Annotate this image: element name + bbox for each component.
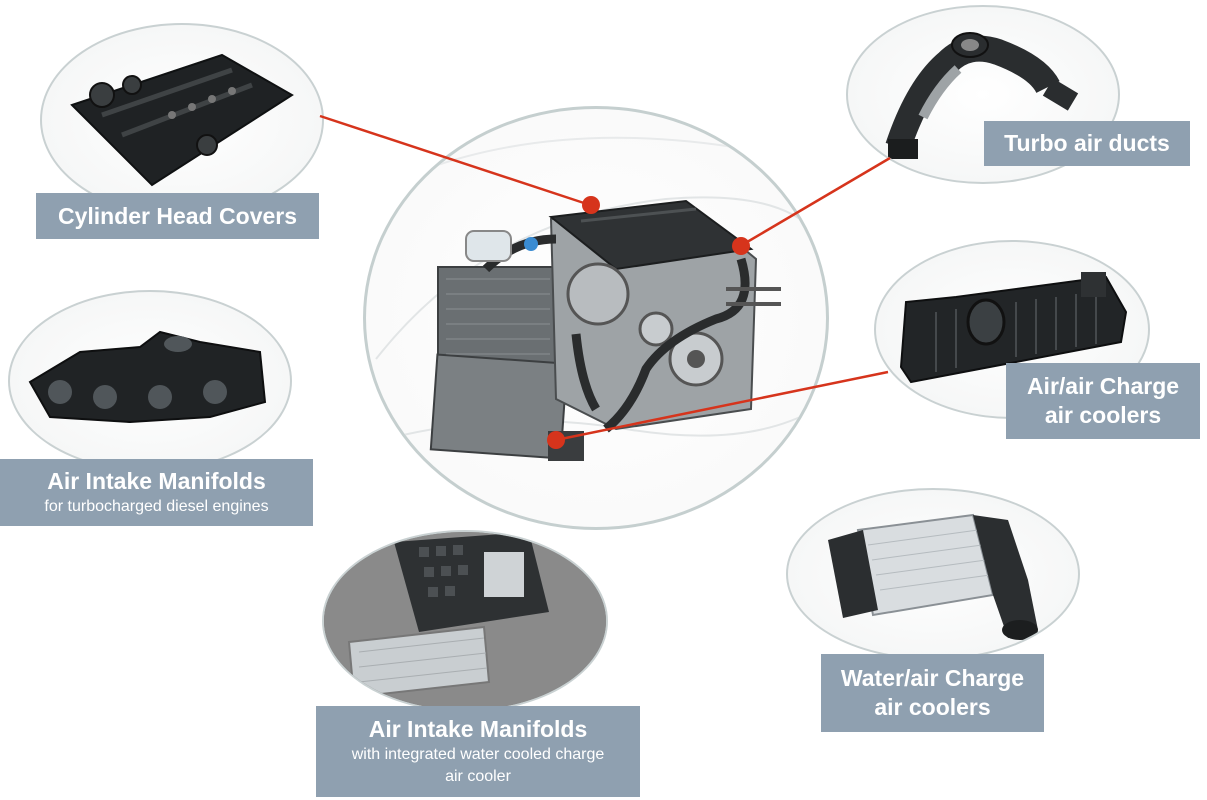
label-air-air-charge-coolers: Air/air Charge air coolers	[1006, 363, 1200, 439]
label-air-intake-manifolds-diesel: Air Intake Manifolds for turbocharged di…	[0, 459, 313, 526]
air-intake-manifold-ellipse	[8, 290, 292, 472]
label-air-intake-manifolds-integrated: Air Intake Manifolds with integrated wat…	[316, 706, 640, 797]
label-water-air-line2: air coolers	[874, 694, 991, 720]
integrated-manifold-ellipse	[322, 530, 608, 712]
label-air-intake-manifolds-integrated-sub2: air cooler	[445, 768, 511, 785]
label-air-air-line1: Air/air Charge	[1026, 373, 1180, 399]
label-water-air-charge-coolers: Water/air Charge air coolers	[821, 654, 1044, 732]
label-air-air-line2: air coolers	[1044, 402, 1162, 428]
cylinder-head-cover-icon	[70, 53, 294, 187]
label-air-intake-manifolds-integrated-title: Air Intake Manifolds	[368, 716, 588, 742]
intake-manifold-icon	[28, 330, 267, 424]
label-air-intake-manifolds-diesel-sub: for turbocharged diesel engines	[44, 498, 269, 515]
water-air-charge-cooler-ellipse	[786, 488, 1080, 660]
label-cylinder-head-covers-text: Cylinder Head Covers	[57, 202, 298, 229]
turbo-air-duct-icon	[885, 32, 1079, 159]
integrated-manifold-icon	[324, 532, 606, 710]
label-turbo-air-ducts: Turbo air ducts	[984, 121, 1190, 166]
cylinder-head-cover-ellipse	[40, 23, 324, 217]
charge-air-cooler-icon	[899, 272, 1128, 384]
label-water-air-line1: Water/air Charge	[840, 665, 1025, 691]
label-air-intake-manifolds-integrated-sub1: with integrated water cooled charge	[351, 746, 605, 763]
label-air-intake-manifolds-diesel-title: Air Intake Manifolds	[47, 468, 266, 494]
engine-bay-illustration-icon	[375, 136, 822, 461]
water-air-cooler-icon	[828, 513, 1038, 640]
label-cylinder-head-covers: Cylinder Head Covers	[36, 193, 319, 239]
engine-bay-ellipse	[363, 106, 829, 530]
label-turbo-air-ducts-text: Turbo air ducts	[1004, 130, 1170, 156]
